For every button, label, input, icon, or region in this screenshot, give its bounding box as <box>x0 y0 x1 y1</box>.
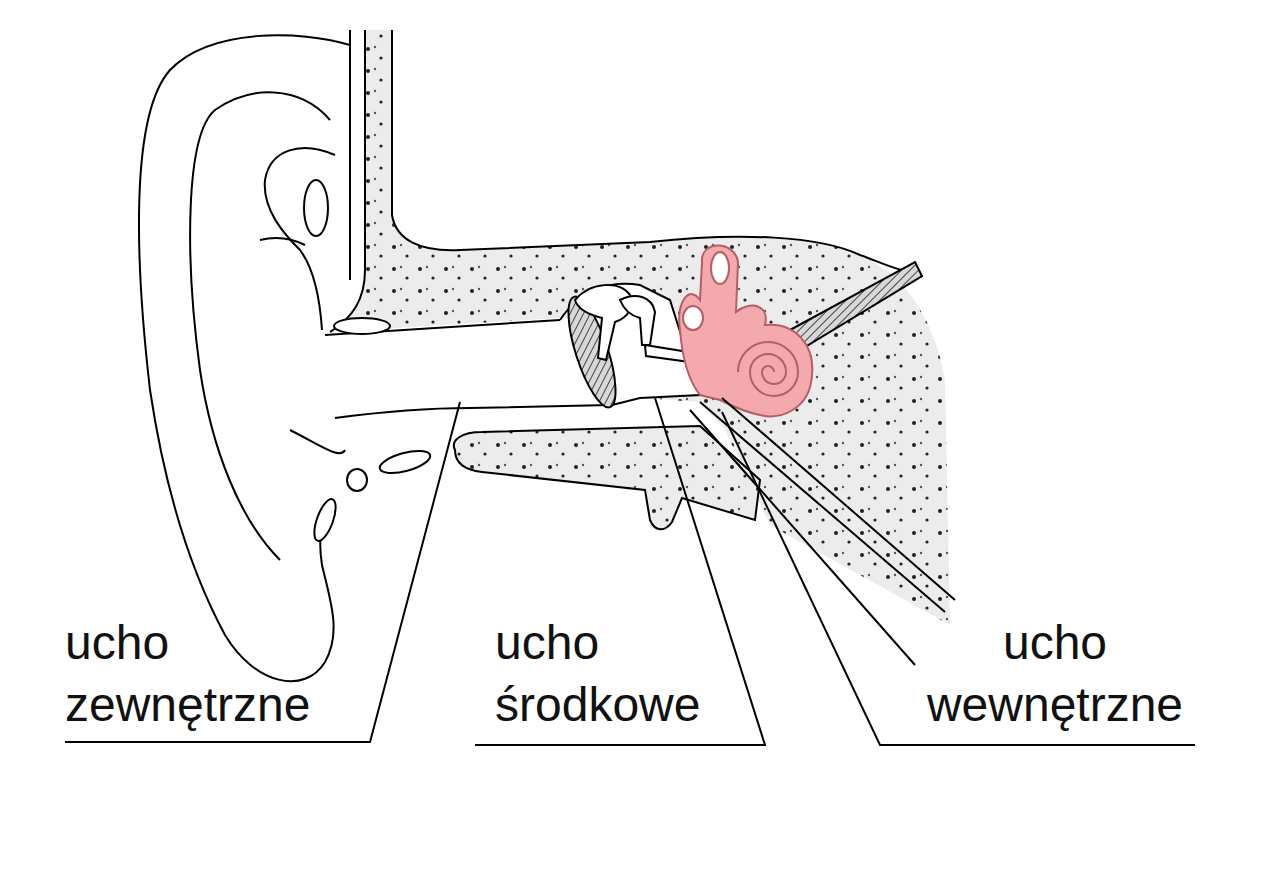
label-box: ucho wewnętrzne <box>927 612 1183 736</box>
inner-ear <box>679 246 812 417</box>
cartilage <box>310 497 340 544</box>
lower-bone <box>454 426 760 529</box>
leader-line <box>475 398 765 745</box>
vestibule-cochlea <box>679 246 812 417</box>
antihelix <box>260 238 305 245</box>
incus <box>620 296 655 345</box>
cartilage <box>378 447 433 478</box>
tragus <box>290 430 345 453</box>
part-label: ucho wewnętrzne <box>927 612 1183 736</box>
bone-edge <box>392 30 915 272</box>
leader-line <box>722 412 1195 745</box>
ear-canal <box>335 405 610 418</box>
cartilage <box>347 469 367 491</box>
temporal-bone <box>330 30 950 625</box>
eustachian-tube <box>722 398 955 600</box>
semicircular-canal <box>711 252 729 284</box>
head-contour <box>330 30 365 332</box>
leader-line <box>65 402 460 742</box>
part-label: ucho środkowe <box>495 612 700 736</box>
part-label: ucho zewnętrzne <box>65 612 310 736</box>
cartilage <box>334 318 390 334</box>
antihelix <box>265 148 335 330</box>
label-box: ucho zewnętrzne <box>65 612 310 736</box>
cartilage <box>304 180 328 236</box>
helix <box>190 92 330 560</box>
malleus <box>575 285 632 360</box>
eustachian-tube <box>700 402 945 612</box>
eustachian-tube <box>690 410 915 665</box>
label-box: ucho środkowe <box>495 612 700 736</box>
semicircular-canal <box>683 306 703 330</box>
auditory-nerve <box>790 262 922 350</box>
cochlea-spiral <box>738 342 798 396</box>
pinna <box>139 35 350 681</box>
head-contour <box>349 30 351 280</box>
